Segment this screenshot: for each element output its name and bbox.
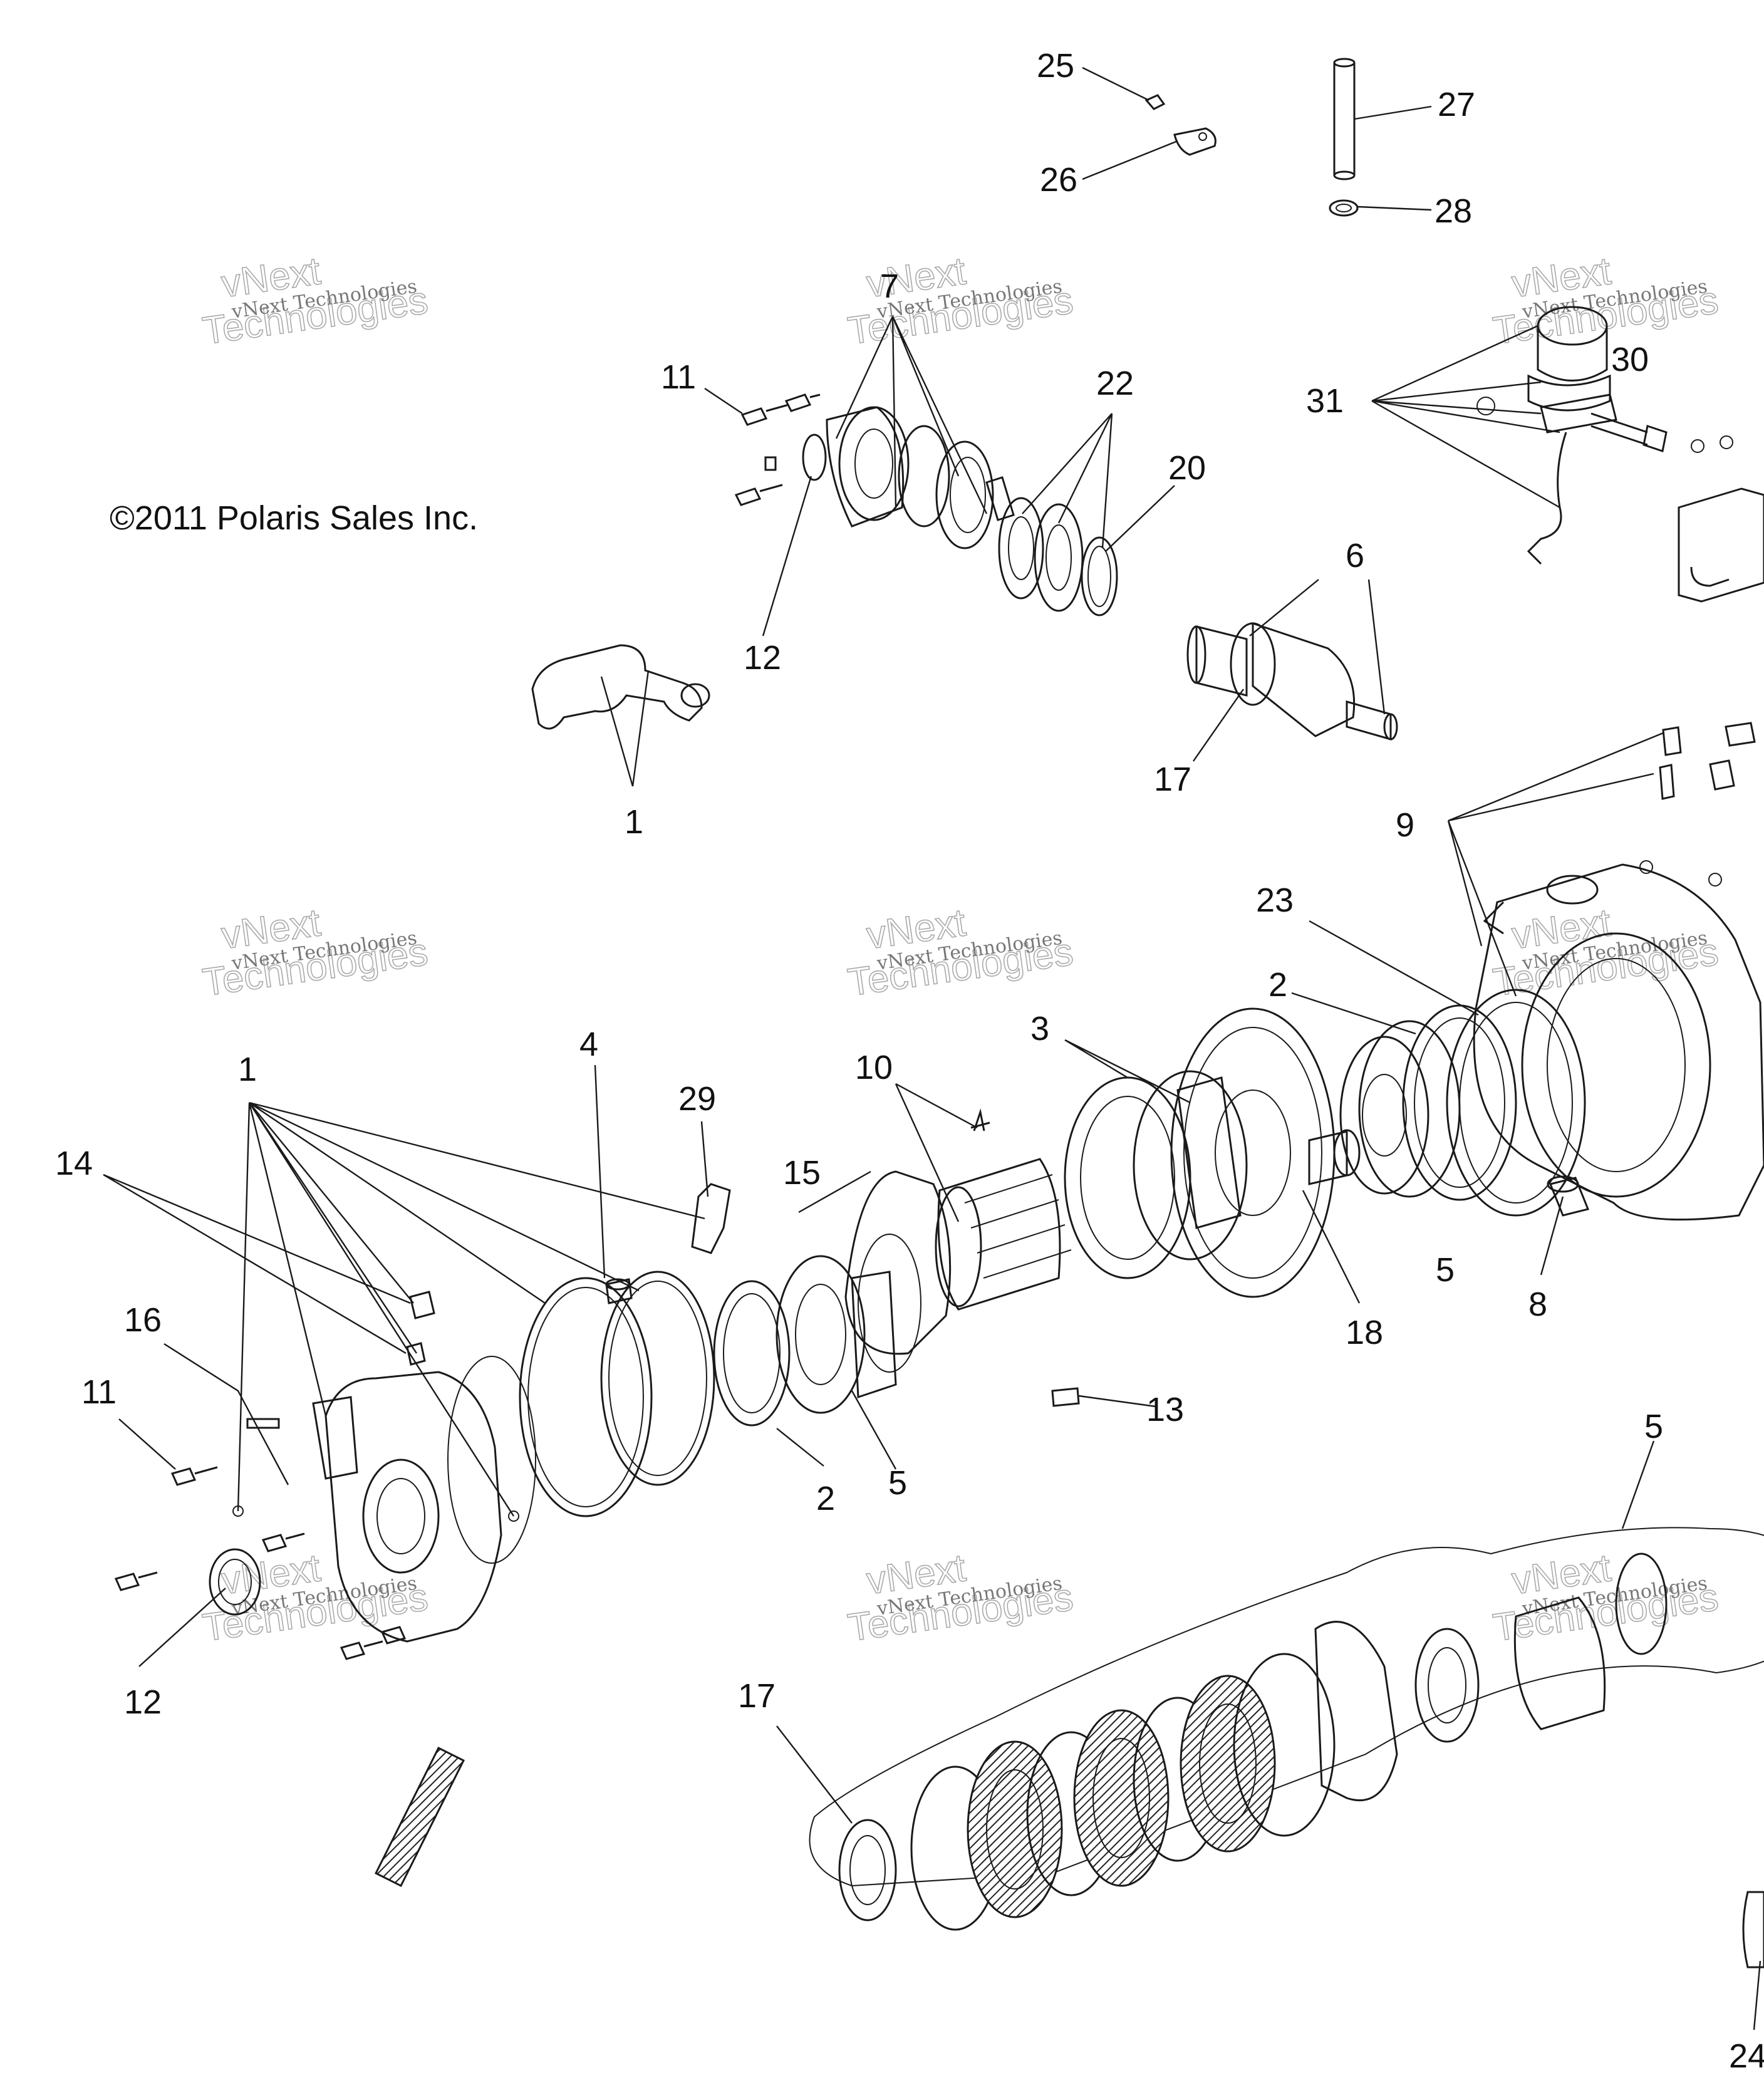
part-2-spacer-center — [713, 1280, 791, 1427]
part-13-dowel — [1051, 1387, 1080, 1407]
part-20-snap-ring — [1081, 536, 1118, 616]
callout-23: 23 — [1256, 881, 1294, 919]
callout-13: 13 — [1146, 1391, 1184, 1428]
callout-labels: 25 26 27 28 7 11 22 20 12 1 31 30 6 17 9… — [55, 47, 1764, 2075]
gearcase-housing — [1473, 863, 1764, 1221]
part-12-seal-left — [209, 1548, 261, 1616]
callout-12-top: 12 — [744, 639, 781, 677]
part-7-bearing-housing — [826, 406, 1015, 549]
callout-8: 8 — [1528, 1286, 1547, 1323]
callout-9: 9 — [1396, 806, 1414, 844]
callout-18: 18 — [1346, 1314, 1383, 1351]
part-30-bolt — [1590, 412, 1668, 452]
callout-17-top: 17 — [1154, 761, 1191, 798]
part-5-hub-right — [1339, 1020, 1461, 1198]
callout-2-center: 2 — [816, 1480, 835, 1517]
callout-1-left: 1 — [238, 1051, 257, 1088]
part-22-washers — [998, 497, 1084, 612]
callout-29: 29 — [678, 1080, 716, 1118]
callout-3: 3 — [1030, 1010, 1049, 1048]
callout-12-left: 12 — [124, 1683, 162, 1721]
watermark-bottom-center: vNext Technologies vNext Technologies — [845, 1546, 1077, 1650]
callout-15: 15 — [783, 1154, 821, 1192]
part-8-plug — [1547, 1175, 1590, 1217]
part-11-bolts-left — [114, 1466, 407, 1660]
part-4-plug — [605, 1278, 633, 1304]
part-24-plug — [1742, 1891, 1764, 1968]
part-10-clutch-plates — [935, 1108, 1072, 1311]
callout-20: 20 — [1168, 449, 1206, 487]
part-2-spacer-right — [1402, 1004, 1517, 1201]
callout-7: 7 — [880, 268, 899, 305]
callout-22: 22 — [1096, 365, 1134, 402]
clutch-kit-plates — [910, 1552, 1668, 1931]
callout-14: 14 — [55, 1145, 93, 1182]
part-11-bolts-top — [734, 393, 821, 506]
callout-17-bottom: 17 — [738, 1677, 776, 1715]
callout-5-right: 5 — [1436, 1251, 1455, 1289]
part-15-pressure-plate — [844, 1170, 952, 1373]
part-o-rings-center — [447, 1271, 715, 1564]
callout-28: 28 — [1435, 192, 1472, 230]
part-6-pinion-shaft — [1186, 621, 1398, 741]
part-29-clip — [691, 1183, 731, 1254]
part-26-bracket — [1173, 127, 1217, 156]
part-5-hub-center — [776, 1255, 897, 1414]
callout-2-right: 2 — [1269, 966, 1287, 1004]
part-25-pin — [1144, 94, 1166, 110]
part-16-stud — [246, 1418, 280, 1429]
callout-27: 27 — [1438, 86, 1475, 123]
callout-25: 25 — [1037, 47, 1074, 85]
part-14-breathers — [406, 1291, 435, 1366]
callout-5-bottom: 5 — [1644, 1408, 1663, 1445]
watermark-group: vNext Technologies vNext Technologies vN… — [200, 249, 1722, 1650]
part-bearing-sleeve — [1308, 1129, 1361, 1185]
callout-6: 6 — [1346, 537, 1364, 575]
part-12-seal-top — [802, 434, 827, 481]
part-17-bearing-bottom — [838, 1819, 897, 1921]
copyright-notice: ©2011 Polaris Sales Inc. — [110, 499, 478, 537]
part-9-fittings — [1639, 722, 1756, 887]
callout-11-left: 11 — [81, 1373, 117, 1411]
callout-24: 24 — [1729, 2037, 1764, 2075]
part-1-vent-hose — [531, 644, 710, 730]
part-label-tag — [374, 1746, 465, 1888]
callout-30: 30 — [1611, 341, 1649, 378]
part-27-tube — [1333, 58, 1356, 180]
watermark-mid-center: vNext Technologies vNext Technologies — [845, 900, 1077, 1005]
part-3-clutch-basket — [1064, 1070, 1248, 1279]
watermark-mid-left: vNext Technologies vNext Technologies — [200, 900, 432, 1005]
leader-lines — [103, 66, 1761, 2030]
callout-1-top: 1 — [625, 803, 643, 841]
callout-26: 26 — [1040, 161, 1077, 199]
watermark-top-center: vNext Technologies vNext Technologies — [845, 249, 1077, 353]
gearcase-cover-left — [312, 1371, 519, 1643]
watermark-mid-right: vNext Technologies vNext Technologies — [1490, 900, 1722, 1005]
callout-11-top: 11 — [661, 358, 696, 396]
part-28-clamp — [1329, 199, 1359, 217]
watermark-bottom-right: vNext Technologies vNext Technologies — [1490, 1546, 1722, 1650]
callout-16: 16 — [124, 1301, 162, 1339]
watermark-top-left: vNext Technologies vNext Technologies — [200, 249, 432, 353]
callout-10: 10 — [855, 1049, 893, 1086]
callout-31: 31 — [1306, 382, 1344, 420]
callout-4: 4 — [579, 1026, 598, 1063]
callout-5-center: 5 — [888, 1464, 907, 1502]
part-electrical-actuator — [1678, 435, 1764, 603]
